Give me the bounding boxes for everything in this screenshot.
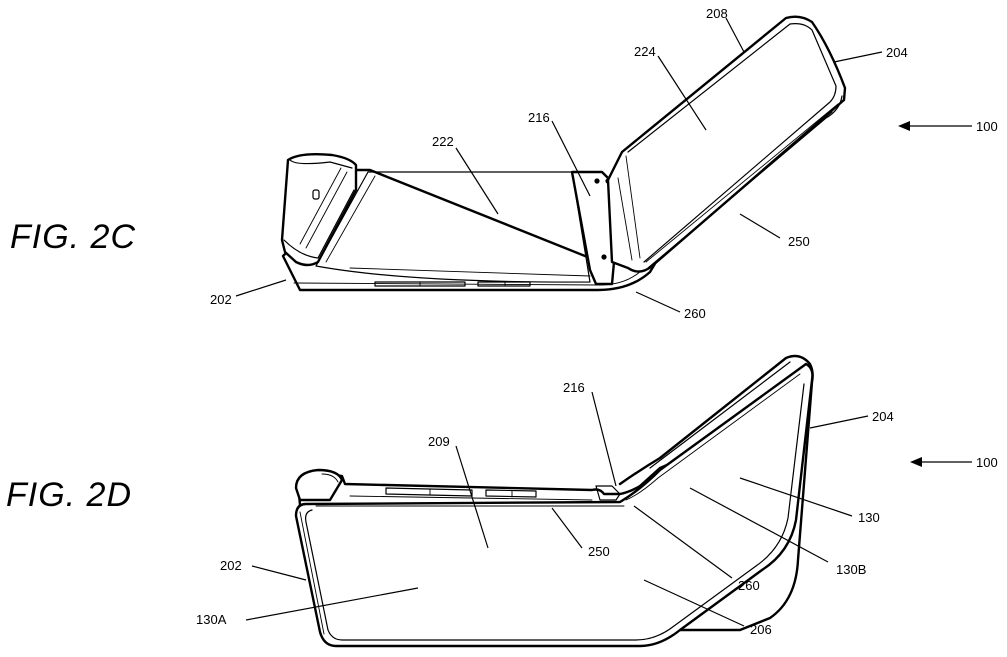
lower-housing-2c: [281, 168, 658, 292]
label-204-2c: 204: [886, 45, 908, 60]
figure-2d-device: [294, 354, 814, 648]
figure-2d-labels: 216 209 204 100 202 130A 250 130 130B 26…: [196, 380, 998, 637]
label-208-2c: 208: [706, 6, 728, 21]
display-130-2d: [294, 362, 814, 648]
figure-2c-labels: 208 204 224 222 216 100 250 260 202: [210, 6, 998, 321]
label-202-2c: 202: [210, 292, 232, 307]
side-buttons-2c: [374, 281, 531, 287]
label-209-2d: 209: [428, 434, 450, 449]
label-260-2c: 260: [684, 306, 706, 321]
label-130B-2d: 130B: [836, 562, 866, 577]
label-216-2d: 216: [563, 380, 585, 395]
end-cap-2d: [294, 468, 344, 502]
label-206-2d: 206: [750, 622, 772, 637]
label-130A-2d: 130A: [196, 612, 227, 627]
label-260-2d: 260: [738, 578, 760, 593]
figure-2c-device: [280, 15, 847, 292]
figure-2d-title: FIG. 2D: [6, 476, 133, 514]
label-224-2c: 224: [634, 44, 656, 59]
label-130-2d: 130: [858, 510, 880, 525]
figure-2d-leaders: [245, 391, 972, 627]
hinge-216-2d: [595, 485, 621, 501]
upper-housing-2c: [606, 15, 847, 273]
label-216-2c: 216: [528, 110, 550, 125]
display-130A: [305, 383, 805, 641]
label-250-2d: 250: [588, 544, 610, 559]
figure-2c-leaders: [235, 17, 972, 313]
label-250-2c: 250: [788, 234, 810, 249]
figure-2c-title: FIG. 2C: [10, 218, 137, 256]
upper-display-224: [627, 23, 837, 263]
lower-display-222: [315, 171, 591, 283]
label-222-2c: 222: [432, 134, 454, 149]
label-202-2d: 202: [220, 558, 242, 573]
label-100-2c: 100: [976, 119, 998, 134]
label-204-2d: 204: [872, 409, 894, 424]
label-100-2d: 100: [976, 455, 998, 470]
camera-lens-icon: [312, 189, 320, 200]
